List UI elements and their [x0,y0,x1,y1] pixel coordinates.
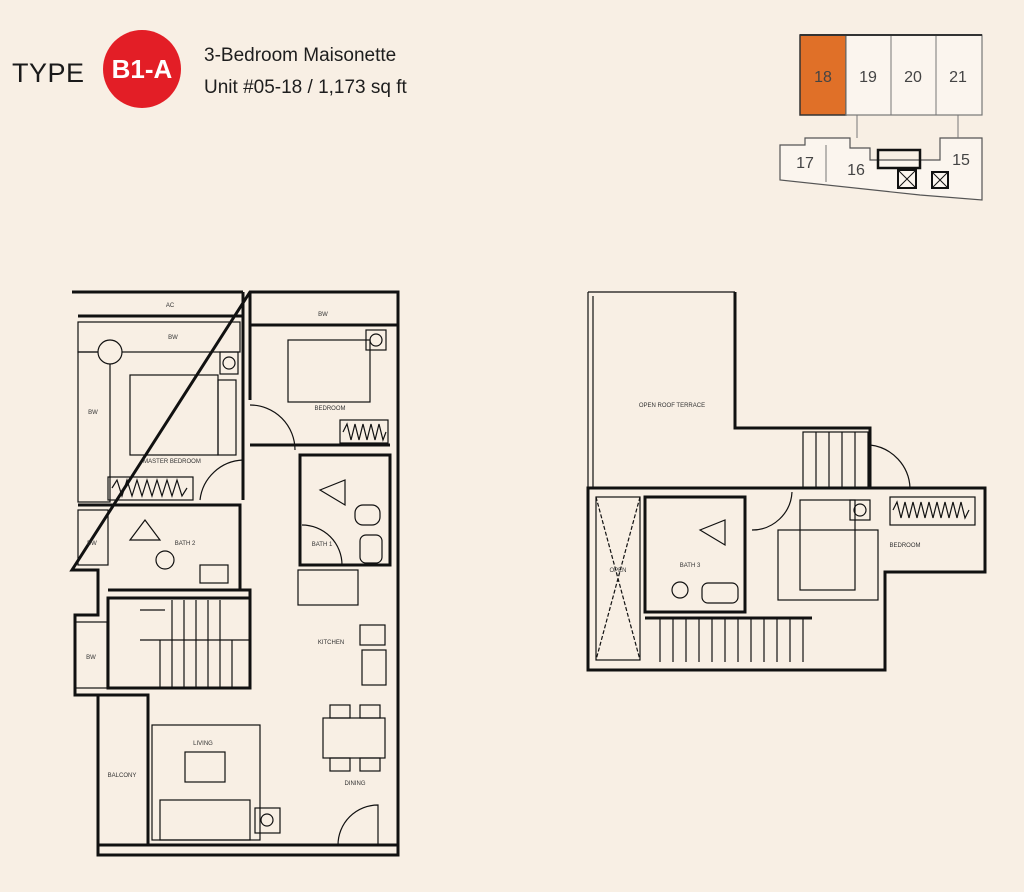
type-label: TYPE [12,58,85,88]
lower-floor-plan: AC BW BW BW MASTER BEDROOM BEDROOM BATH … [69,290,400,857]
key-unit-20: 20 [904,69,922,86]
label-bedroom-upper: BEDROOM [889,543,920,549]
label-bw: BW [88,410,98,416]
label-master-bedroom: MASTER BEDROOM [143,459,201,465]
label-living: LIVING [193,741,213,747]
key-unit-19: 19 [859,69,877,86]
key-unit-16: 16 [847,162,865,179]
label-bath-3: BATH 3 [680,563,701,569]
label-bath-2: BATH 2 [175,541,196,547]
key-unit-18: 18 [814,69,832,86]
key-plan: 18 19 20 21 17 16 15 [779,34,983,201]
upper-stairs [659,618,804,662]
label-ac: AC [166,303,175,309]
label-bw: BW [168,335,178,341]
label-balcony: BALCONY [108,773,137,779]
key-unit-18-highlight [799,34,847,116]
label-bw: BW [87,541,97,547]
key-unit-17: 17 [796,155,814,172]
label-open-roof-terrace: OPEN ROOF TERRACE [639,403,705,409]
label-bw: BW [318,312,328,318]
label-bedroom: BEDROOM [314,406,345,412]
label-kitchen: KITCHEN [318,640,344,646]
upper-floor-plan: OPEN ROOF TERRACE OPEN BATH 3 BEDROOM [586,291,987,672]
label-bw: BW [86,655,96,661]
label-open-void: OPEN [609,568,626,574]
label-bath-1: BATH 1 [312,542,333,548]
lower-stairs [159,600,233,688]
type-badge: B1-A [103,30,181,108]
key-unit-15: 15 [952,152,970,169]
key-unit-21: 21 [949,69,967,86]
unit-type: 3-Bedroom Maisonette [204,45,397,66]
label-dining: DINING [345,781,366,787]
unit-info: Unit #05-18 / 1,173 sq ft [204,77,407,98]
